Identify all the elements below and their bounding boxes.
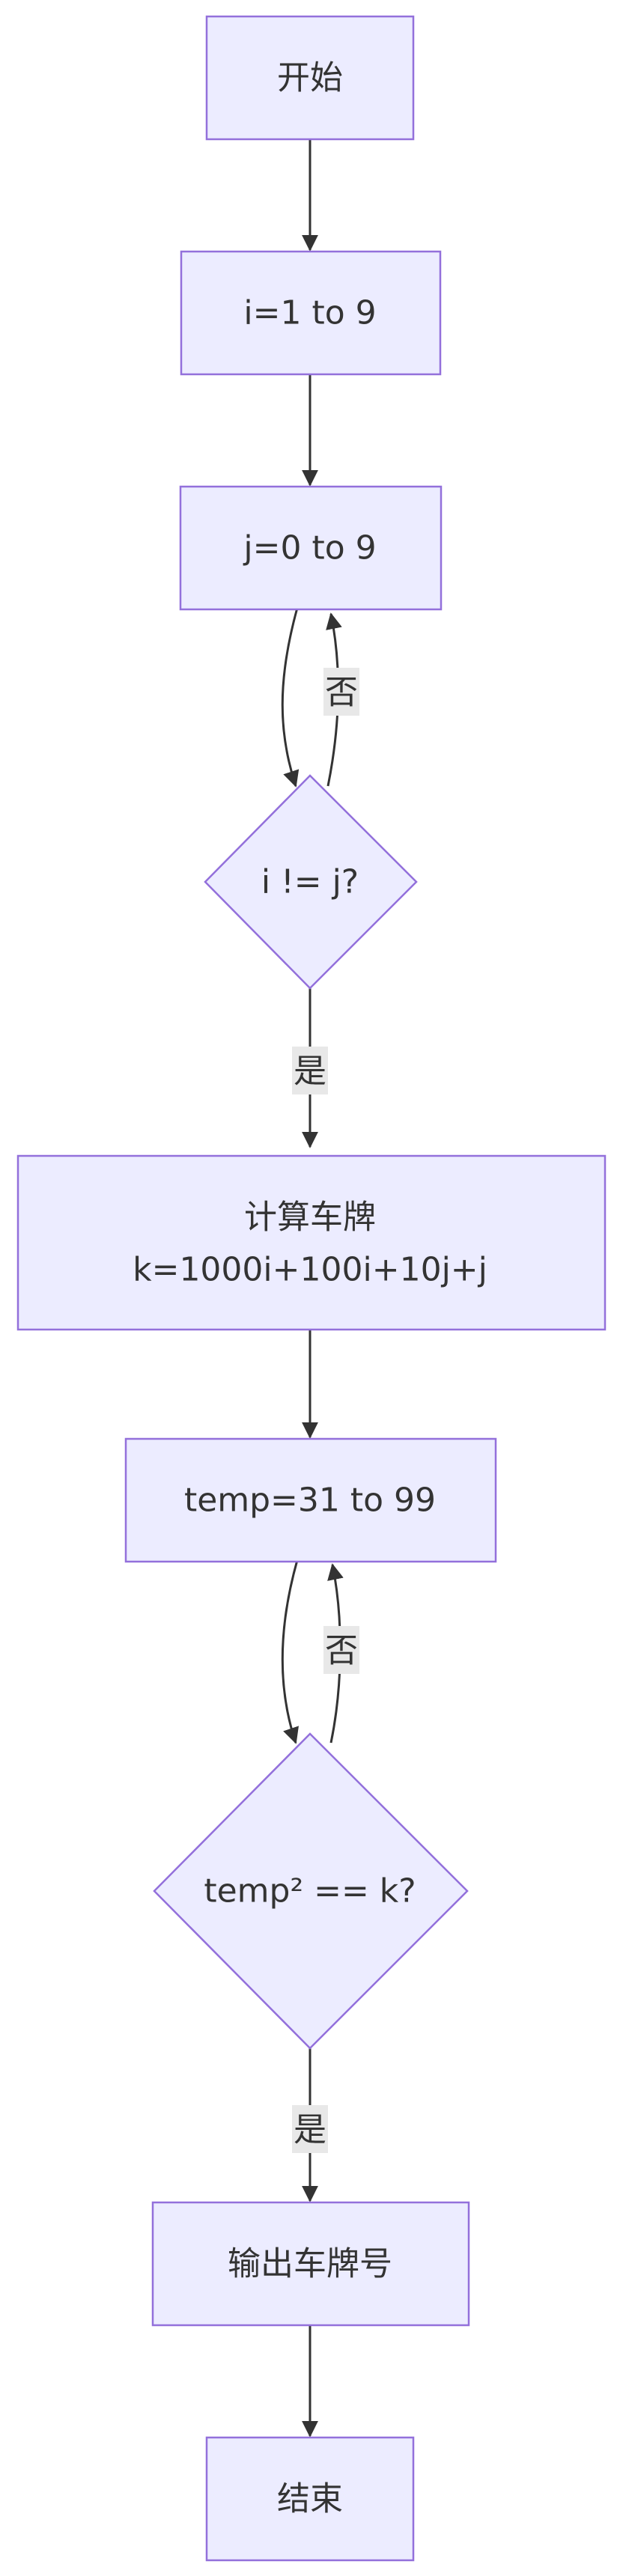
node-cond-sq-label: temp² == k? xyxy=(204,1872,416,1910)
edge-label-text: 是 xyxy=(294,1053,326,1091)
edge-loop-temp-to-cond-sq xyxy=(281,1559,299,1744)
node-calc-line1: 计算车牌 xyxy=(244,1199,376,1237)
node-calc: 计算车牌 k=1000i+100i+10j+j xyxy=(16,1154,607,1331)
node-cond-sq: temp² == k? xyxy=(153,1732,469,2050)
edge-label-text: 否 xyxy=(325,1632,358,1670)
node-output: 输出车牌号 xyxy=(151,2201,470,2327)
node-start: 开始 xyxy=(205,15,415,141)
node-output-label: 输出车牌号 xyxy=(228,2245,392,2283)
node-loop-temp: temp=31 to 99 xyxy=(124,1437,497,1563)
edge-label-cond-ij-yes: 是 xyxy=(292,1047,328,1094)
node-end: 结束 xyxy=(205,2436,415,2562)
node-calc-line2: k=1000i+100i+10j+j xyxy=(133,1251,487,1289)
node-loop-j: j=0 to 9 xyxy=(179,485,443,611)
node-loop-i: i=1 to 9 xyxy=(180,250,442,376)
edge-labels: 否 是 否 是 xyxy=(292,668,359,2153)
edge-label-cond-ij-no: 否 xyxy=(323,668,359,716)
node-loop-temp-label: temp=31 to 99 xyxy=(184,1482,436,1520)
node-start-label: 开始 xyxy=(277,59,343,97)
node-cond-ij-label: i != j? xyxy=(261,863,359,901)
edge-label-cond-sq-no: 否 xyxy=(323,1626,359,1674)
node-loop-i-label: i=1 to 9 xyxy=(243,294,376,332)
edge-loop-j-to-cond-ij xyxy=(281,607,300,788)
edge-label-text: 否 xyxy=(325,674,358,712)
node-cond-ij: i != j? xyxy=(204,774,418,990)
nodes: 开始 i=1 to 9 j=0 to 9 i != j? 计算车牌 k=1000… xyxy=(16,15,607,2562)
edge-label-text: 是 xyxy=(294,2111,326,2149)
edge-label-cond-sq-yes: 是 xyxy=(292,2105,328,2153)
node-loop-j-label: j=0 to 9 xyxy=(243,529,376,567)
node-end-label: 结束 xyxy=(277,2480,343,2518)
